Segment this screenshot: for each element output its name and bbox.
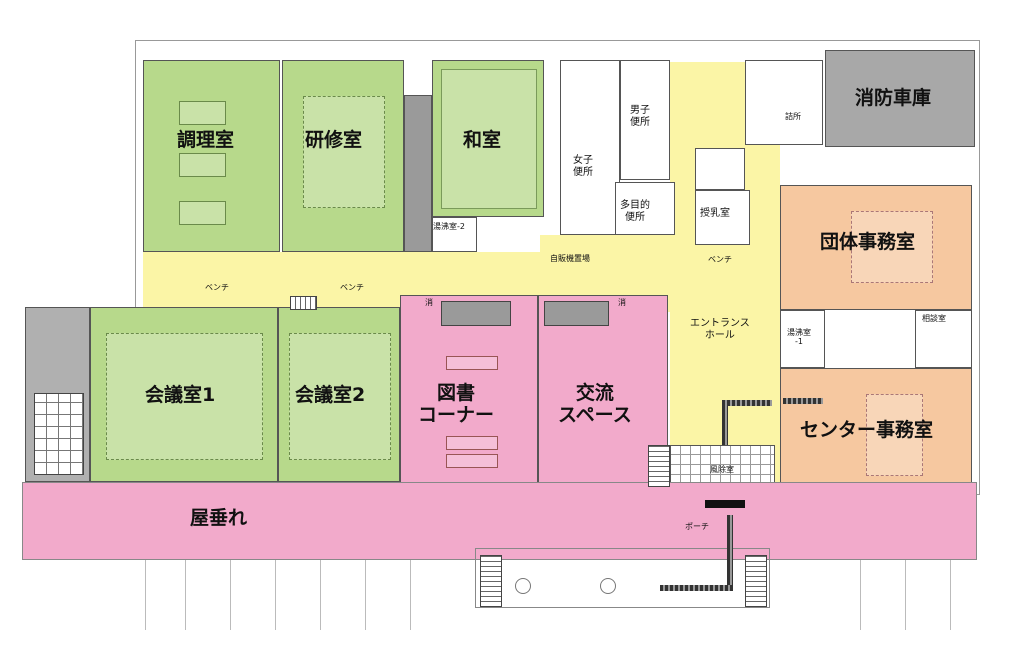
label-multipurpose-toilet: 多目的 便所: [620, 200, 650, 223]
label-japanese-room: 和室: [463, 129, 502, 151]
parking-line: [950, 560, 951, 630]
kitchenette-1: [780, 310, 825, 368]
consult-room: [915, 310, 972, 368]
cooking-table: [179, 101, 226, 125]
seating-grid: [34, 393, 84, 475]
kitchenette-2: [432, 217, 477, 252]
tactile-path: [660, 585, 733, 591]
wheelchair-icon: [515, 578, 531, 594]
eaves-area: [22, 482, 977, 560]
label-women-toilet: 女子 便所: [573, 155, 593, 178]
stairs: [648, 445, 670, 487]
parking-line: [320, 560, 321, 630]
tatami-area: [441, 69, 537, 209]
cooking-room: [143, 60, 280, 252]
bookshelf: [441, 301, 511, 326]
fire-garage: [825, 50, 975, 147]
label-kitchenette-1: 湯沸室 -1: [787, 328, 811, 347]
exchange-space: [538, 295, 668, 495]
label-bench-3: ベンチ: [708, 255, 732, 264]
meeting-room-2: [278, 307, 400, 482]
reading-table: [446, 436, 498, 450]
label-entrance-hall: エントランス ホール: [690, 318, 750, 341]
storage-room: [25, 307, 90, 482]
meeting-desks: [289, 333, 391, 460]
center-office: [780, 368, 972, 496]
label-porch: ポーチ: [685, 522, 709, 531]
cooking-table: [179, 153, 226, 177]
meeting-room-1: [90, 307, 278, 482]
label-eaves: 屋垂れ: [190, 507, 248, 529]
label-fire-garage: 消防車庫: [855, 87, 932, 109]
label-kitchenette-2: 湯沸室-2: [433, 222, 465, 231]
library-corner: [400, 295, 538, 495]
label-training-room: 研修室: [305, 129, 363, 151]
multipurpose-toilet: [615, 182, 675, 235]
parking-line: [905, 560, 906, 630]
label-guard-room: 詰所: [785, 112, 801, 121]
training-room: [282, 60, 404, 252]
tactile-path: [722, 400, 772, 406]
reading-table: [446, 356, 498, 370]
label-cooking-room: 調理室: [177, 129, 235, 151]
label-bench-1: ベンチ: [205, 283, 229, 292]
label-nursing-room: 授乳室: [700, 208, 730, 219]
meeting-desks: [106, 333, 263, 460]
parking-line: [230, 560, 231, 630]
label-center-office: センター事務室: [800, 419, 934, 441]
parking-line: [145, 560, 146, 630]
group-office: [780, 185, 972, 310]
label-bench-2: ベンチ: [340, 283, 364, 292]
men-toilet: [620, 60, 670, 180]
label-windbreak: 風除室: [710, 465, 734, 474]
parking-line: [860, 560, 861, 630]
japanese-room: [432, 60, 544, 217]
corridor-upper: [540, 235, 675, 265]
wheelchair-icon: [600, 578, 616, 594]
storage-strip: [404, 95, 432, 252]
stair-left: [480, 555, 502, 607]
stair-right: [745, 555, 767, 607]
office-table: [851, 211, 933, 283]
label-fire-extinguisher-2: 消: [618, 298, 626, 307]
label-library-corner: 図書 コーナー: [418, 382, 495, 426]
bookshelf: [544, 301, 609, 326]
cooking-table: [179, 201, 226, 225]
women-toilet: [560, 60, 620, 235]
entrance-mat: [705, 500, 745, 508]
parking-line: [365, 560, 366, 630]
tactile-path: [783, 398, 823, 404]
label-group-office: 団体事務室: [820, 231, 916, 253]
label-meeting-room-1: 会議室1: [145, 384, 216, 406]
training-table: [303, 96, 385, 208]
guard-room: [745, 60, 823, 145]
label-men-toilet: 男子 便所: [630, 105, 650, 128]
label-fire-extinguisher-1: 消: [425, 298, 433, 307]
parking-line: [410, 560, 411, 630]
nursing-room: [695, 190, 750, 245]
reading-table: [446, 454, 498, 468]
service-room: [695, 148, 745, 190]
label-vending: 自販機置場: [550, 254, 590, 263]
label-meeting-room-2: 会議室2: [295, 384, 366, 406]
parking-line: [185, 560, 186, 630]
tactile-path: [722, 400, 728, 445]
ramp-area: [475, 548, 770, 608]
parking-line: [275, 560, 276, 630]
office-table: [866, 394, 923, 476]
tactile-path: [727, 515, 733, 585]
label-exchange-space: 交流 スペース: [558, 382, 632, 426]
benches-grid: [290, 296, 317, 310]
label-consult-room: 相談室: [922, 314, 946, 323]
